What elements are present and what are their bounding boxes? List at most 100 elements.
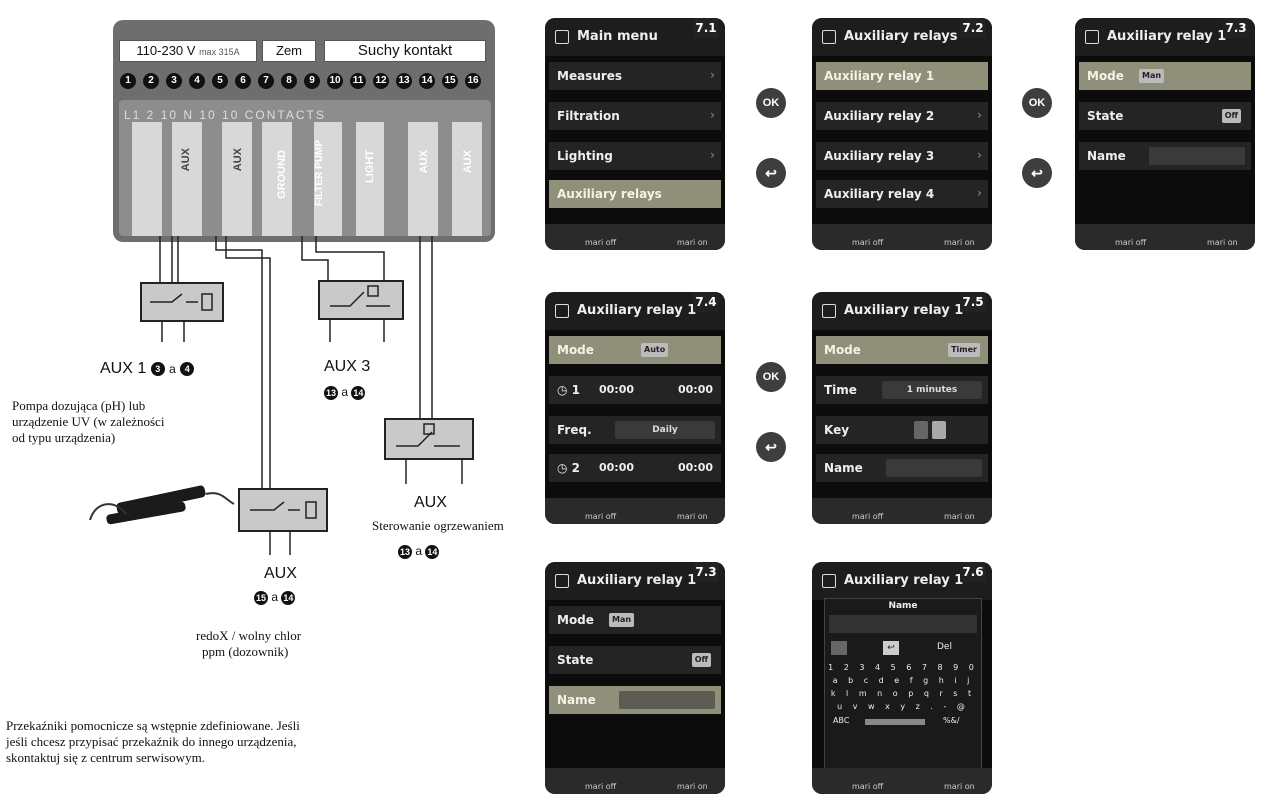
terminal-number: 2 [143,73,159,89]
aux-redox-label: AUX [264,565,297,582]
aux1-label: AUX 1 3 a 4 [100,360,195,378]
footer-left[interactable]: mari off [852,238,884,247]
menu-item-lighting[interactable]: Lighting› [549,142,721,170]
footer-right[interactable]: mari on [944,782,975,791]
keyboard-toolbar: ↩ Del [825,639,981,659]
menu-item-relay-4[interactable]: Auxiliary relay 4› [816,180,988,208]
aux3-label: AUX 3 [324,358,371,375]
back-button[interactable]: ↩ [756,158,786,188]
footer-left[interactable]: mari off [852,512,884,521]
chevron-right-icon: › [710,148,715,162]
screen-title: Auxiliary relay 1 [844,573,964,588]
screen-title: Main menu [577,29,658,44]
relay-icon [555,574,569,588]
footer-left[interactable]: mari off [585,512,617,521]
screen-7-2: Auxiliary relays 7.2 Auxiliary relay 1 A… [812,18,992,250]
relay-symbol-icon [396,423,460,447]
relay-aux3 [318,280,404,320]
aux-heating-caption: Sterowanie ogrzewaniem [372,518,504,533]
keyboard-panel: Name ↩ Del 1 2 3 4 5 6 7 8 9 0 a b c d e… [824,598,982,776]
footer-left[interactable]: mari off [1115,238,1147,247]
key-off-icon[interactable] [914,421,928,439]
name-field[interactable] [886,459,982,477]
back-button[interactable]: ↩ [756,432,786,462]
freq-row[interactable]: Freq.Daily [549,416,721,444]
time-field[interactable]: 1 minutes [882,381,982,399]
name-input[interactable] [829,615,977,633]
name-field[interactable] [1149,147,1245,165]
dry-contact-label: Suchy kontakt [324,40,486,62]
terminal-header-strip: L1 2 10 N 10 10 CONTACTS [124,108,326,122]
menu-item-filtration[interactable]: Filtration› [549,102,721,130]
screen-title: Auxiliary relay 1 [577,573,697,588]
footer-right[interactable]: mari on [677,782,708,791]
name-row[interactable]: Name [549,686,721,714]
voltage-label: 110-230 V max 315A [119,40,257,62]
back-button[interactable]: ↩ [1022,158,1052,188]
name-row[interactable]: Name [816,454,988,482]
abc-key[interactable]: ABC [833,716,850,725]
step-badge: 7.1 [693,18,719,38]
terminal-number: 11 [350,73,366,89]
footer-right[interactable]: mari on [944,238,975,247]
menu-item-measures[interactable]: Measures› [549,62,721,90]
footer-right[interactable]: mari on [944,512,975,521]
footer-right[interactable]: mari on [1207,238,1238,247]
relay-aux1 [140,282,224,322]
keyboard-keys[interactable]: 1 2 3 4 5 6 7 8 9 0 a b c d e f g h i j … [828,663,978,711]
step-badge: 7.2 [960,18,986,38]
footer-right[interactable]: mari on [677,512,708,521]
wire-strip [314,122,342,236]
key-row[interactable]: Key [816,416,988,444]
wire-strip [452,122,482,236]
relay-symbol-icon [150,293,213,311]
key-on-icon[interactable] [932,421,946,439]
relay-icon [822,304,836,318]
footer-left[interactable]: mari off [585,782,617,791]
footer-right[interactable]: mari on [677,238,708,247]
back-key-icon[interactable]: ↩ [883,641,899,655]
terminal-number: 15 [442,73,458,89]
menu-item-relay-2[interactable]: Auxiliary relay 2› [816,102,988,130]
ok-button[interactable]: OK [756,88,786,118]
menu-item-relay-1[interactable]: Auxiliary relay 1 [816,62,988,90]
footer-left[interactable]: mari off [585,238,617,247]
name-field[interactable] [619,691,715,709]
name-row[interactable]: Name [1079,142,1251,170]
screen-title: Auxiliary relay 1 [1107,29,1227,44]
delete-key[interactable]: Del [937,642,952,652]
aux-heating-pins: 13 a 14 [398,544,440,559]
terminal-number: 7 [258,73,274,89]
terminal-number: 12 [373,73,389,89]
ok-button[interactable]: OK [756,362,786,392]
ok-button[interactable]: OK [1022,88,1052,118]
symbols-key[interactable]: %&/ [943,716,960,725]
freq-field[interactable]: Daily [615,421,715,439]
space-key[interactable] [865,719,925,725]
terminal-number: 10 [327,73,343,89]
chevron-right-icon: › [977,108,982,122]
screen-title: Auxiliary relays [844,29,958,44]
wire-strip [222,122,252,236]
relay-symbol-icon [250,501,317,519]
cancel-key[interactable] [831,641,847,655]
menu-item-relay-3[interactable]: Auxiliary relay 3› [816,142,988,170]
footer-left[interactable]: mari off [852,782,884,791]
menu-item-auxiliary-relays[interactable]: Auxiliary relays [549,180,721,208]
keyboard-bottom-row: ABC %&/ [825,715,981,729]
wire-strip [356,122,384,236]
chevron-right-icon: › [977,186,982,200]
